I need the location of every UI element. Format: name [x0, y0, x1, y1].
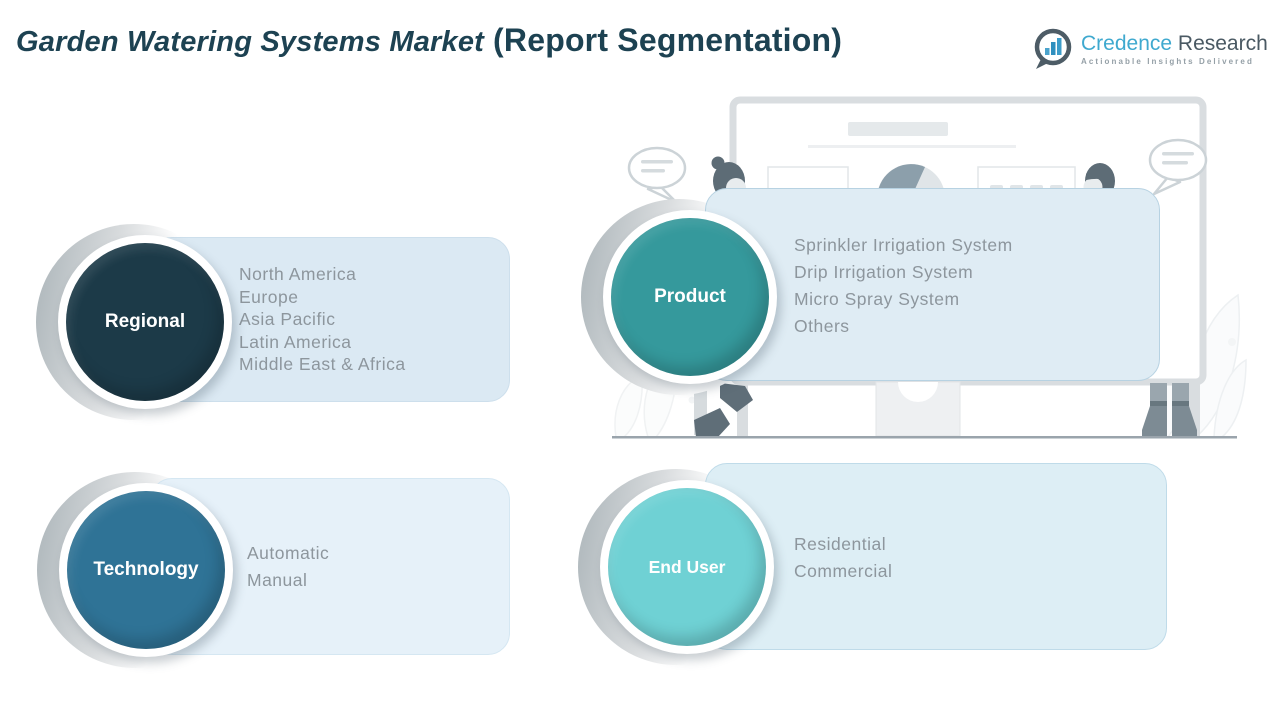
speech-bubble-left-icon — [627, 146, 687, 204]
product-circle: Product — [611, 218, 769, 376]
list-item: Micro Spray System — [794, 289, 960, 309]
easel-stand — [875, 381, 961, 437]
list-item: Sprinkler Irrigation System — [794, 235, 1013, 255]
page-title-paren: (Report Segmentation) — [493, 22, 843, 58]
technology-circle: Technology — [67, 491, 225, 649]
list-item: North America — [239, 264, 357, 284]
list-item: Automatic — [247, 543, 330, 563]
floor-line — [612, 436, 1237, 439]
list-item: Residential — [794, 534, 887, 554]
logo-tagline: Actionable Insights Delivered — [1081, 56, 1254, 66]
technology-item-list: Automatic Manual — [247, 540, 499, 594]
list-item: Others — [794, 316, 850, 336]
credence-research-logo: Credence Research Actionable Insights De… — [1032, 27, 1268, 71]
board-title-placeholder — [848, 122, 948, 136]
end-user-panel: Residential Commercial — [705, 463, 1167, 650]
list-item: Manual — [247, 570, 308, 590]
list-item: Asia Pacific — [239, 309, 336, 329]
speech-bubble-right-icon — [1148, 138, 1208, 196]
list-item: Europe — [239, 286, 299, 307]
board-divider-line — [808, 145, 1016, 148]
product-panel: Sprinkler Irrigation System Drip Irrigat… — [705, 188, 1160, 381]
end-user-circle: End User — [608, 488, 766, 646]
list-item: Commercial — [794, 561, 893, 581]
page-title: Garden Watering Systems Market (Report S… — [16, 22, 842, 59]
product-item-list: Sprinkler Irrigation System Drip Irrigat… — [794, 232, 1149, 340]
logo-name-research: Research — [1177, 31, 1268, 55]
logo-bar-chart-icon — [1034, 28, 1072, 69]
logo-name-credence: Credence — [1081, 31, 1173, 55]
list-item: Latin America — [239, 331, 352, 352]
end-user-item-list: Residential Commercial — [794, 531, 1156, 585]
list-item: Middle East & Africa — [239, 354, 406, 374]
page-title-main: Garden Watering Systems Market — [16, 26, 485, 58]
list-item: Drip Irrigation System — [794, 262, 974, 282]
regional-item-list: North America Europe Asia Pacific Latin … — [239, 263, 499, 376]
regional-circle: Regional — [66, 243, 224, 401]
logo-name: Credence Research — [1081, 31, 1268, 55]
